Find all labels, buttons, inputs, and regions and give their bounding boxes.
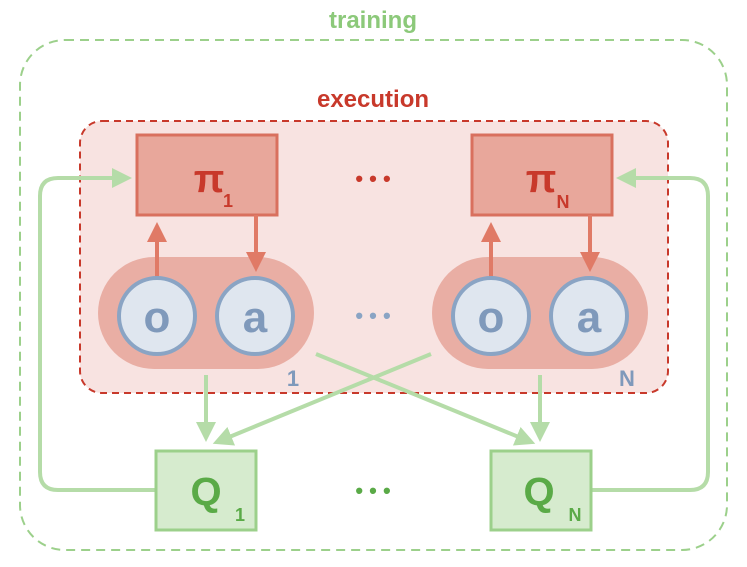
policy-box-1 bbox=[135, 133, 279, 217]
policies-ellipsis: • • • bbox=[355, 166, 390, 191]
policy-index-n: N bbox=[557, 192, 570, 212]
critic-box-n bbox=[489, 449, 593, 532]
critic-symbol-n: Q bbox=[523, 470, 554, 514]
action-label-1: a bbox=[243, 293, 268, 342]
policy-box-n bbox=[470, 133, 614, 217]
policy-symbol-n: π bbox=[526, 157, 557, 201]
critics-ellipsis: • • • bbox=[355, 478, 390, 503]
agent-index-1: 1 bbox=[287, 366, 299, 391]
training-label: training bbox=[329, 7, 417, 34]
action-circle-n bbox=[549, 276, 629, 356]
observation-circle-1 bbox=[117, 276, 197, 356]
observation-label-n: o bbox=[478, 293, 505, 342]
execution-label: execution bbox=[317, 86, 429, 113]
action-circle-1 bbox=[215, 276, 295, 356]
critic-index-1: 1 bbox=[235, 505, 245, 525]
q1-to-policy1-feedback-arrow bbox=[38, 168, 155, 492]
critic-symbol-1: Q bbox=[190, 470, 221, 514]
critic-index-n: N bbox=[569, 505, 582, 525]
agents-ellipsis: • • • bbox=[355, 303, 390, 328]
agentn-to-q1-arrow bbox=[212, 352, 432, 446]
qn-to-policyn-feedback-arrow bbox=[592, 168, 710, 492]
policy-index-1: 1 bbox=[223, 191, 233, 211]
policy-symbol-1: π bbox=[194, 157, 225, 201]
action-label-n: a bbox=[577, 293, 602, 342]
agent1-to-qn-arrow bbox=[315, 352, 536, 446]
agent-index-n: N bbox=[619, 366, 635, 391]
observation-circle-n bbox=[451, 276, 531, 356]
training-region bbox=[19, 39, 728, 551]
observation-label-1: o bbox=[144, 293, 171, 342]
critic-box-1 bbox=[154, 449, 258, 532]
